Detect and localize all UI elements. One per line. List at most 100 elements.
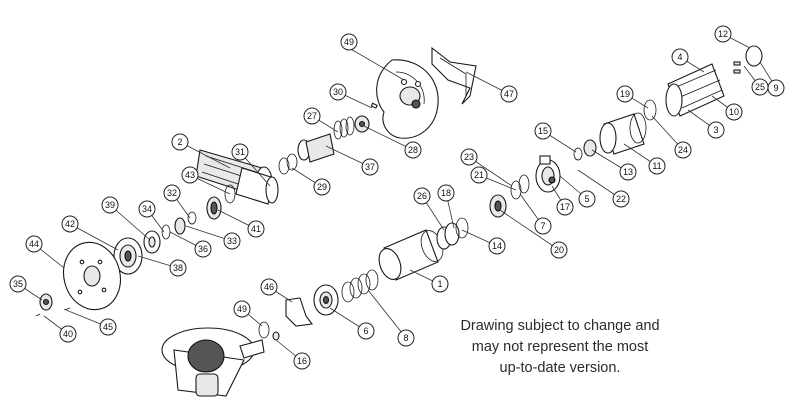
callout-25: 25 xyxy=(751,78,769,96)
svg-text:44: 44 xyxy=(29,239,39,249)
svg-text:18: 18 xyxy=(441,188,451,198)
svg-text:33: 33 xyxy=(227,236,237,246)
svg-text:8: 8 xyxy=(403,333,408,343)
callout-15: 15 xyxy=(534,122,552,140)
svg-text:2: 2 xyxy=(177,137,182,147)
callout-34: 34 xyxy=(138,200,156,218)
svg-text:16: 16 xyxy=(297,356,307,366)
svg-text:45: 45 xyxy=(103,322,113,332)
svg-text:5: 5 xyxy=(584,194,589,204)
svg-text:22: 22 xyxy=(616,194,626,204)
callout-14: 14 xyxy=(488,237,506,255)
svg-text:19: 19 xyxy=(620,89,630,99)
callout-21: 21 xyxy=(470,166,488,184)
svg-text:49: 49 xyxy=(237,304,247,314)
part-rings-21 xyxy=(510,174,530,200)
svg-text:28: 28 xyxy=(408,145,418,155)
callout-5: 5 xyxy=(578,190,596,208)
part-ring-19 xyxy=(643,99,657,121)
disclaimer-line-1: Drawing subject to change and xyxy=(460,318,660,334)
callout-38: 38 xyxy=(169,259,187,277)
svg-text:40: 40 xyxy=(63,329,73,339)
callout-23: 23 xyxy=(460,148,478,166)
part-bracket-46 xyxy=(285,297,314,327)
part-end-cap-12 xyxy=(733,45,763,74)
part-small-13 xyxy=(573,139,597,161)
svg-text:11: 11 xyxy=(652,161,661,171)
callout-45: 45 xyxy=(99,318,117,336)
svg-text:39: 39 xyxy=(105,200,115,210)
svg-text:35: 35 xyxy=(13,279,23,289)
svg-text:47: 47 xyxy=(504,89,514,99)
svg-text:38: 38 xyxy=(173,263,183,273)
callout-28: 28 xyxy=(404,141,422,159)
callout-3: 3 xyxy=(707,121,725,139)
callout-31: 31 xyxy=(231,143,249,161)
callout-17: 17 xyxy=(556,198,574,216)
callout-20: 20 xyxy=(550,241,568,259)
part-rings-29 xyxy=(278,153,298,175)
callout-49-lower: 49 xyxy=(233,300,251,318)
svg-text:13: 13 xyxy=(623,167,633,177)
svg-text:14: 14 xyxy=(492,241,502,251)
callout-13: 13 xyxy=(619,163,637,181)
svg-text:7: 7 xyxy=(540,221,545,231)
disclaimer-line-3: up-to-date version. xyxy=(499,360,621,376)
callout-36: 36 xyxy=(194,240,212,258)
callout-47: 47 xyxy=(500,85,518,103)
svg-text:42: 42 xyxy=(65,219,75,229)
svg-text:25: 25 xyxy=(755,82,765,92)
svg-text:15: 15 xyxy=(538,126,548,136)
svg-text:26: 26 xyxy=(417,191,427,201)
svg-text:31: 31 xyxy=(235,147,245,157)
callout-30: 30 xyxy=(329,83,347,101)
svg-text:49: 49 xyxy=(344,37,354,47)
callout-39: 39 xyxy=(101,196,119,214)
callout-33: 33 xyxy=(223,232,241,250)
part-drawings xyxy=(35,45,763,397)
part-pad-44 xyxy=(63,241,121,311)
callout-29: 29 xyxy=(313,178,331,196)
callout-26: 26 xyxy=(413,187,431,205)
callout-35: 35 xyxy=(9,275,27,293)
svg-text:41: 41 xyxy=(251,224,261,234)
svg-text:1: 1 xyxy=(437,279,442,289)
part-hub-42 xyxy=(113,237,143,275)
part-body-31 xyxy=(235,167,279,205)
svg-text:10: 10 xyxy=(729,107,739,117)
callout-44: 44 xyxy=(25,235,43,253)
svg-text:12: 12 xyxy=(718,29,728,39)
callout-27: 27 xyxy=(303,107,321,125)
callout-19: 19 xyxy=(616,85,634,103)
callout-9: 9 xyxy=(767,79,785,97)
svg-text:3: 3 xyxy=(713,125,718,135)
part-guard-49 xyxy=(376,59,439,139)
callout-42: 42 xyxy=(61,215,79,233)
svg-text:34: 34 xyxy=(142,204,152,214)
svg-text:32: 32 xyxy=(167,188,177,198)
part-cylinder-1 xyxy=(378,229,444,281)
svg-text:23: 23 xyxy=(464,152,474,162)
callout-24: 24 xyxy=(674,141,692,159)
part-screws-35 xyxy=(35,293,71,317)
svg-text:17: 17 xyxy=(560,202,570,212)
callout-32: 32 xyxy=(163,184,181,202)
callout-1: 1 xyxy=(431,275,449,293)
svg-text:21: 21 xyxy=(474,170,484,180)
part-spring-27 xyxy=(297,116,355,163)
callout-37: 37 xyxy=(361,158,379,176)
callout-11: 11 xyxy=(648,157,666,175)
svg-text:29: 29 xyxy=(317,182,327,192)
callout-49-upper: 49 xyxy=(340,33,358,51)
svg-text:46: 46 xyxy=(264,282,274,292)
svg-text:43: 43 xyxy=(185,170,195,180)
part-cylinder-11 xyxy=(599,112,647,155)
svg-text:4: 4 xyxy=(677,52,682,62)
part-housing-17 xyxy=(535,155,561,193)
part-gear-6 xyxy=(313,284,339,316)
callouts: 1 2 3 4 5 6 7 8 9 10 11 12 13 14 15 16 1… xyxy=(9,25,785,370)
svg-text:6: 6 xyxy=(363,326,368,336)
callout-12: 12 xyxy=(714,25,732,43)
callout-2: 2 xyxy=(171,133,189,151)
svg-text:27: 27 xyxy=(307,111,317,121)
